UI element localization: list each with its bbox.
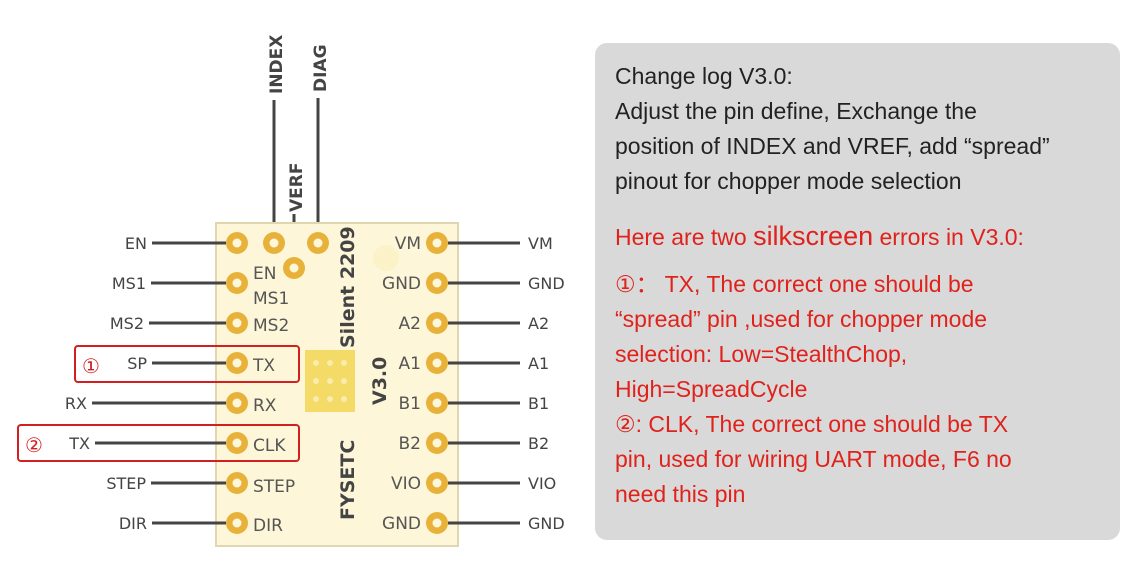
board-left-label-5: CLK <box>253 436 286 456</box>
board-right-label-2: A2 <box>399 314 421 334</box>
right-pad-4 <box>426 392 448 414</box>
board-right-label-5: B2 <box>399 434 421 454</box>
right-pin-label-1: GND <box>528 274 565 293</box>
silk-model-text: Silent 2209 <box>337 226 359 348</box>
left-pad-3 <box>226 352 248 374</box>
error2-highlight-box <box>17 424 300 462</box>
top-pad-index <box>263 232 285 254</box>
left-pad-5 <box>226 432 248 454</box>
board-right-label-3: A1 <box>399 354 421 374</box>
board-left-label-0: EN <box>253 264 276 284</box>
left-pad-4 <box>226 392 248 414</box>
left-pin-label-6: STEP <box>106 474 146 493</box>
changelog-line-1: Adjust the pin define, Exchange the <box>615 98 977 124</box>
errors-heading: Here are two silkscreen errors in V3.0: <box>615 221 1024 251</box>
top-pad-group <box>263 232 329 279</box>
error2-marker: ② <box>25 433 43 457</box>
right-pin-label-0: VM <box>528 234 553 253</box>
left-pin-label-4: RX <box>65 394 87 413</box>
error1-line-3: selection: Low=StealthChop, <box>615 341 908 367</box>
board-left-label-4: RX <box>253 396 277 416</box>
changelog-line-3: pinout for chopper mode selection <box>615 168 962 194</box>
board-left-label-3: TX <box>252 356 275 376</box>
top-pad-verf <box>283 257 305 279</box>
board-left-label-2: MS2 <box>253 316 289 336</box>
notes-panel: Change log V3.0: Adjust the pin define, … <box>595 43 1120 540</box>
left-pad-1 <box>226 272 248 294</box>
board-left-label-6: STEP <box>253 477 295 497</box>
right-pin-label-6: VIO <box>528 474 556 493</box>
error1-highlight-box <box>74 345 300 383</box>
error1-line-2: “spread” pin ,used for chopper mode <box>615 306 988 332</box>
board-decor-circle <box>373 245 399 271</box>
right-pad-7 <box>426 512 448 534</box>
error1-marker: ① <box>82 354 100 378</box>
board-right-label-7: GND <box>382 514 421 534</box>
left-pin-label-0: EN <box>125 234 147 253</box>
board-right-label-6: VIO <box>391 474 421 494</box>
thermal-vias <box>313 360 347 402</box>
top-pin-diag-label: DIAG <box>311 44 331 92</box>
board-right-label-0: VM <box>395 234 421 254</box>
right-pin-label-3: A1 <box>528 354 549 373</box>
right-pin-label-7: GND <box>528 514 565 533</box>
right-pin-label-4: B1 <box>528 394 549 413</box>
right-pad-5 <box>426 432 448 454</box>
left-pad-6 <box>226 472 248 494</box>
changelog-line-2: position of INDEX and VREF, add “spread” <box>615 133 1050 159</box>
top-pad-diag <box>307 232 329 254</box>
silk-version-text: V3.0 <box>369 357 391 405</box>
board-right-label-1: GND <box>382 274 421 294</box>
error2-line-3: need this pin <box>615 481 746 507</box>
error2-line-2: pin, used for wiring UART mode, F6 no <box>615 446 1012 472</box>
error1-line-1: ①： TX, The correct one should be <box>615 271 974 297</box>
error2-line-1: ②: CLK, The correct one should be TX <box>615 411 1009 437</box>
right-pad-6 <box>426 472 448 494</box>
right-pin-label-2: A2 <box>528 314 549 333</box>
silk-brand-text: FYSETC <box>337 440 359 520</box>
left-pin-label-2: MS2 <box>110 314 144 333</box>
top-pin-index-label: INDEX <box>267 35 287 94</box>
left-pin-label-7: DIR <box>119 514 147 533</box>
top-pin-verf-label: VERF <box>287 163 307 212</box>
right-pad-3 <box>426 352 448 374</box>
changelog-title: Change log V3.0: <box>615 63 793 89</box>
left-pin-label-1: MS1 <box>112 274 146 293</box>
left-pad-7 <box>226 512 248 534</box>
board-left-label-7: DIR <box>253 516 283 536</box>
right-pad-2 <box>426 312 448 334</box>
right-pin-label-5: B2 <box>528 434 549 453</box>
left-pin-label-3: SP <box>127 354 147 373</box>
right-pad-0 <box>426 232 448 254</box>
driver-pinout-diagram: INDEX VERF DIAG Silent 2209 V3.0 FYSETC … <box>17 35 565 547</box>
left-pad-2 <box>226 312 248 334</box>
left-pin-label-5: TX <box>68 434 90 453</box>
board-right-label-4: B1 <box>399 394 421 414</box>
error1-line-4: High=SpreadCycle <box>615 376 808 402</box>
board-left-label-1: MS1 <box>253 289 289 309</box>
right-pad-1 <box>426 272 448 294</box>
left-pad-0 <box>226 232 248 254</box>
